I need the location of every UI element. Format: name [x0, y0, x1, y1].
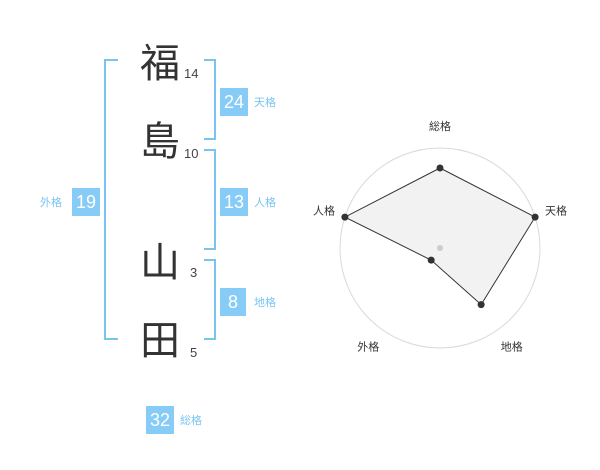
gaikaku-bracket	[104, 59, 118, 340]
chikaku-value: 8	[220, 288, 246, 316]
tenkaku-value: 24	[220, 88, 248, 116]
radar-center-dot	[437, 245, 443, 251]
chikaku-bracket	[204, 259, 216, 340]
jinkaku-value: 13	[220, 188, 248, 216]
tenkaku-label: 天格	[254, 96, 276, 109]
radar-point-3	[477, 301, 485, 309]
soukaku-label: 総格	[180, 414, 202, 427]
radar-point-4	[427, 256, 435, 264]
stroke-count-4: 5	[190, 345, 198, 360]
radar-axis-label: 総格	[429, 119, 451, 133]
radar-point-1	[436, 164, 444, 172]
gaikaku-label: 外格	[40, 196, 62, 209]
radar-axis-label: 人格	[313, 203, 335, 217]
jinkaku-label: 人格	[254, 196, 276, 209]
gaikaku-value: 19	[72, 188, 100, 216]
radar-axis-label: 外格	[357, 340, 379, 354]
name-char-2: 島	[140, 119, 180, 165]
soukaku-value: 32	[146, 406, 174, 434]
radar-area	[343, 167, 536, 306]
stroke-count-1: 14	[184, 66, 199, 81]
name-char-3: 山	[140, 240, 180, 286]
jinkaku-bracket	[204, 149, 216, 250]
radar-axis-label: 天格	[545, 203, 567, 217]
radar-point-2	[531, 213, 539, 221]
name-char-1: 福	[140, 41, 180, 87]
chikaku-label: 地格	[254, 296, 276, 309]
tenkaku-bracket	[204, 59, 216, 140]
radar-point-5	[341, 213, 349, 221]
name-char-4: 田	[140, 318, 180, 364]
stroke-count-3: 3	[190, 265, 198, 280]
stroke-count-2: 10	[184, 146, 199, 161]
radar-axis-label: 地格	[501, 340, 523, 354]
